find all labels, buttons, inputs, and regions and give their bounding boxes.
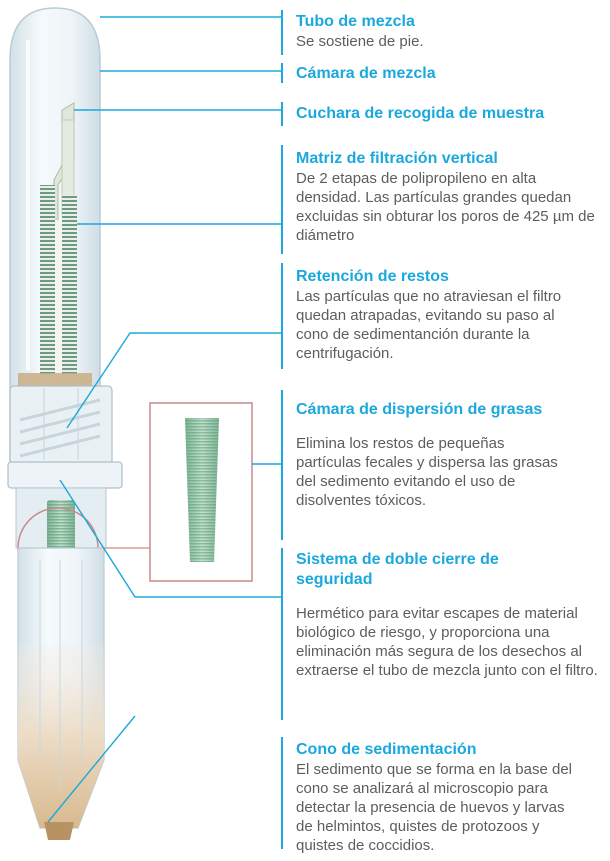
sedimentation-cone xyxy=(17,547,105,840)
label-filter-matrix-desc: De 2 etapas de polipropileno en alta den… xyxy=(296,170,595,244)
label-cone-title: Cono de sedimentación xyxy=(296,741,477,758)
label-grease-desc: Elimina los restos de pequeñas partícula… xyxy=(296,435,558,509)
label-bar-mixing-tube xyxy=(281,10,283,55)
label-closure: Sistema de doble cierre de seguridad Her… xyxy=(296,550,608,680)
label-filter-matrix-title: Matriz de filtración vertical xyxy=(296,150,498,167)
label-cone: Cono de sedimentación El sedimento que s… xyxy=(296,740,578,855)
label-mixing-tube: Tubo de mezcla Se sostiene de pie. xyxy=(296,12,610,51)
label-bar-debris xyxy=(281,263,283,369)
label-closure-title: Sistema de doble cierre de seguridad xyxy=(296,551,499,588)
label-closure-desc: Hermético para evitar escapes de materia… xyxy=(296,605,598,679)
label-cone-desc: El sedimento que se forma en la base del… xyxy=(296,761,572,854)
label-bar-grease xyxy=(281,390,283,540)
zoom-detail xyxy=(149,402,253,582)
label-bar-closure xyxy=(281,548,283,720)
label-filter-matrix: Matriz de filtración vertical De 2 etapa… xyxy=(296,149,596,245)
label-spoon: Cuchara de recogida de muestra xyxy=(296,104,610,124)
label-grease-title: Cámara de dispersión de grasas xyxy=(296,401,543,418)
debris-band xyxy=(18,373,92,387)
label-debris-desc: Las partículas que no atraviesan el filt… xyxy=(296,288,562,362)
dispersion-filter-small xyxy=(47,500,75,558)
label-bar-cone xyxy=(281,737,283,849)
filter-matrix xyxy=(40,185,77,380)
label-bar-filter-matrix xyxy=(281,145,283,254)
label-bar-mixing-chamber xyxy=(281,63,283,83)
label-mixing-chamber-title: Cámara de mezcla xyxy=(296,65,436,82)
label-grease: Cámara de dispersión de grasas Elimina l… xyxy=(296,400,566,510)
leader-lines xyxy=(47,16,281,823)
label-bar-spoon xyxy=(281,102,283,126)
label-debris-title: Retención de restos xyxy=(296,268,449,285)
label-mixing-tube-desc: Se sostiene de pie. xyxy=(296,33,424,50)
label-debris: Retención de restos Las partículas que n… xyxy=(296,267,576,363)
sample-spoon xyxy=(53,102,75,221)
label-spoon-title: Cuchara de recogida de muestra xyxy=(296,105,545,122)
label-mixing-tube-title: Tubo de mezcla xyxy=(296,13,415,30)
label-mixing-chamber: Cámara de mezcla xyxy=(296,64,610,84)
